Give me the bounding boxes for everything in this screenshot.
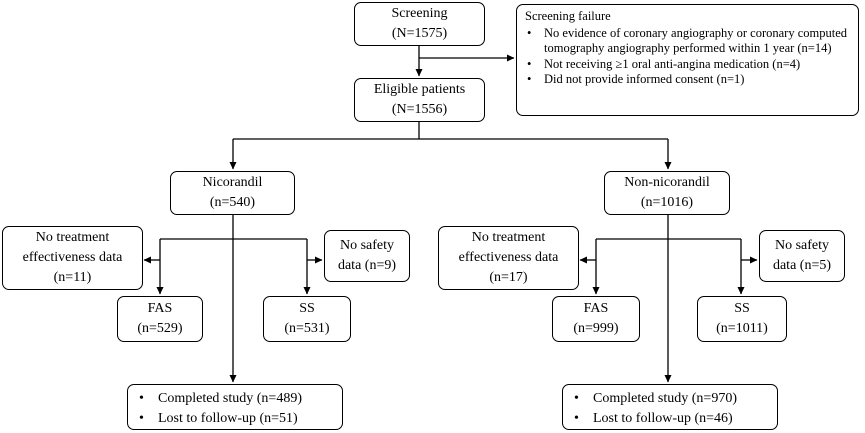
no-effectiveness-line2: effectiveness data — [22, 250, 123, 265]
screening-label: Screening — [391, 6, 448, 21]
nicorandil-box: Nicorandil (n=540) — [170, 171, 295, 215]
no-effectiveness-line3: (n=17) — [489, 270, 528, 285]
list-item: Completed study (n=489) — [136, 389, 302, 409]
no-effectiveness-line3: (n=11) — [53, 270, 92, 285]
non-nicorandil-outcomes-list: Completed study (n=970) Lost to follow-u… — [571, 389, 737, 429]
fas-count: (n=999) — [573, 321, 619, 336]
non-nicorandil-no-safety-box: No safety data (n=5) — [759, 230, 845, 282]
nicorandil-count: (n=540) — [209, 195, 256, 210]
no-effectiveness-line1: No treatment — [471, 230, 546, 245]
screening-failure-box: Screening failure No evidence of coronar… — [516, 4, 859, 116]
no-safety-line1: No safety — [339, 238, 395, 253]
nicorandil-no-effectiveness-box: No treatment effectiveness data (n=11) — [2, 226, 143, 290]
ss-count: (n=1011) — [716, 321, 768, 336]
non-nicorandil-ss-box: SS (n=1011) — [697, 296, 787, 342]
screening-box: Screening (N=1575) — [354, 2, 485, 46]
ss-label: SS — [299, 301, 315, 316]
non-nicorandil-no-effectiveness-box: No treatment effectiveness data (n=17) — [438, 226, 579, 290]
ss-count: (n=531) — [284, 321, 330, 336]
no-safety-line1: No safety — [774, 238, 830, 253]
screening-failure-title: Screening failure — [525, 9, 611, 23]
list-item: Did not provide informed consent (n=1) — [525, 72, 850, 88]
eligible-label: Eligible patients — [373, 82, 466, 97]
list-item: Lost to follow-up (n=46) — [571, 409, 737, 429]
fas-label: FAS — [583, 301, 609, 316]
list-item: Not receiving ≥1 oral anti-angina medica… — [525, 57, 850, 73]
nicorandil-ss-box: SS (n=531) — [263, 296, 351, 342]
list-item: No evidence of coronary angiography or c… — [525, 26, 850, 57]
ss-label: SS — [734, 301, 750, 316]
list-item: Lost to follow-up (n=51) — [136, 409, 302, 429]
non-nicorandil-box: Non-nicorandil (n=1016) — [604, 171, 730, 215]
non-nicorandil-fas-box: FAS (n=999) — [552, 296, 640, 342]
list-item: Completed study (n=970) — [571, 389, 737, 409]
screening-count: (N=1575) — [391, 26, 448, 41]
non-nicorandil-outcomes-box: Completed study (n=970) Lost to follow-u… — [562, 384, 778, 430]
nicorandil-outcomes-box: Completed study (n=489) Lost to follow-u… — [127, 384, 343, 430]
eligible-box: Eligible patients (N=1556) — [354, 78, 485, 122]
nicorandil-outcomes-list: Completed study (n=489) Lost to follow-u… — [136, 389, 302, 429]
no-safety-line2: data (n=9) — [337, 258, 397, 273]
no-effectiveness-line2: effectiveness data — [458, 250, 559, 265]
screening-failure-list: No evidence of coronary angiography or c… — [525, 26, 850, 88]
no-effectiveness-line1: No treatment — [35, 230, 110, 245]
non-nicorandil-label: Non-nicorandil — [624, 175, 710, 190]
nicorandil-label: Nicorandil — [202, 175, 263, 190]
nicorandil-fas-box: FAS (n=529) — [117, 296, 203, 342]
no-safety-line2: data (n=5) — [772, 258, 832, 273]
nicorandil-no-safety-box: No safety data (n=9) — [324, 230, 410, 282]
eligible-count: (N=1556) — [391, 102, 448, 117]
fas-label: FAS — [147, 301, 173, 316]
non-nicorandil-count: (n=1016) — [640, 195, 694, 210]
fas-count: (n=529) — [137, 321, 183, 336]
